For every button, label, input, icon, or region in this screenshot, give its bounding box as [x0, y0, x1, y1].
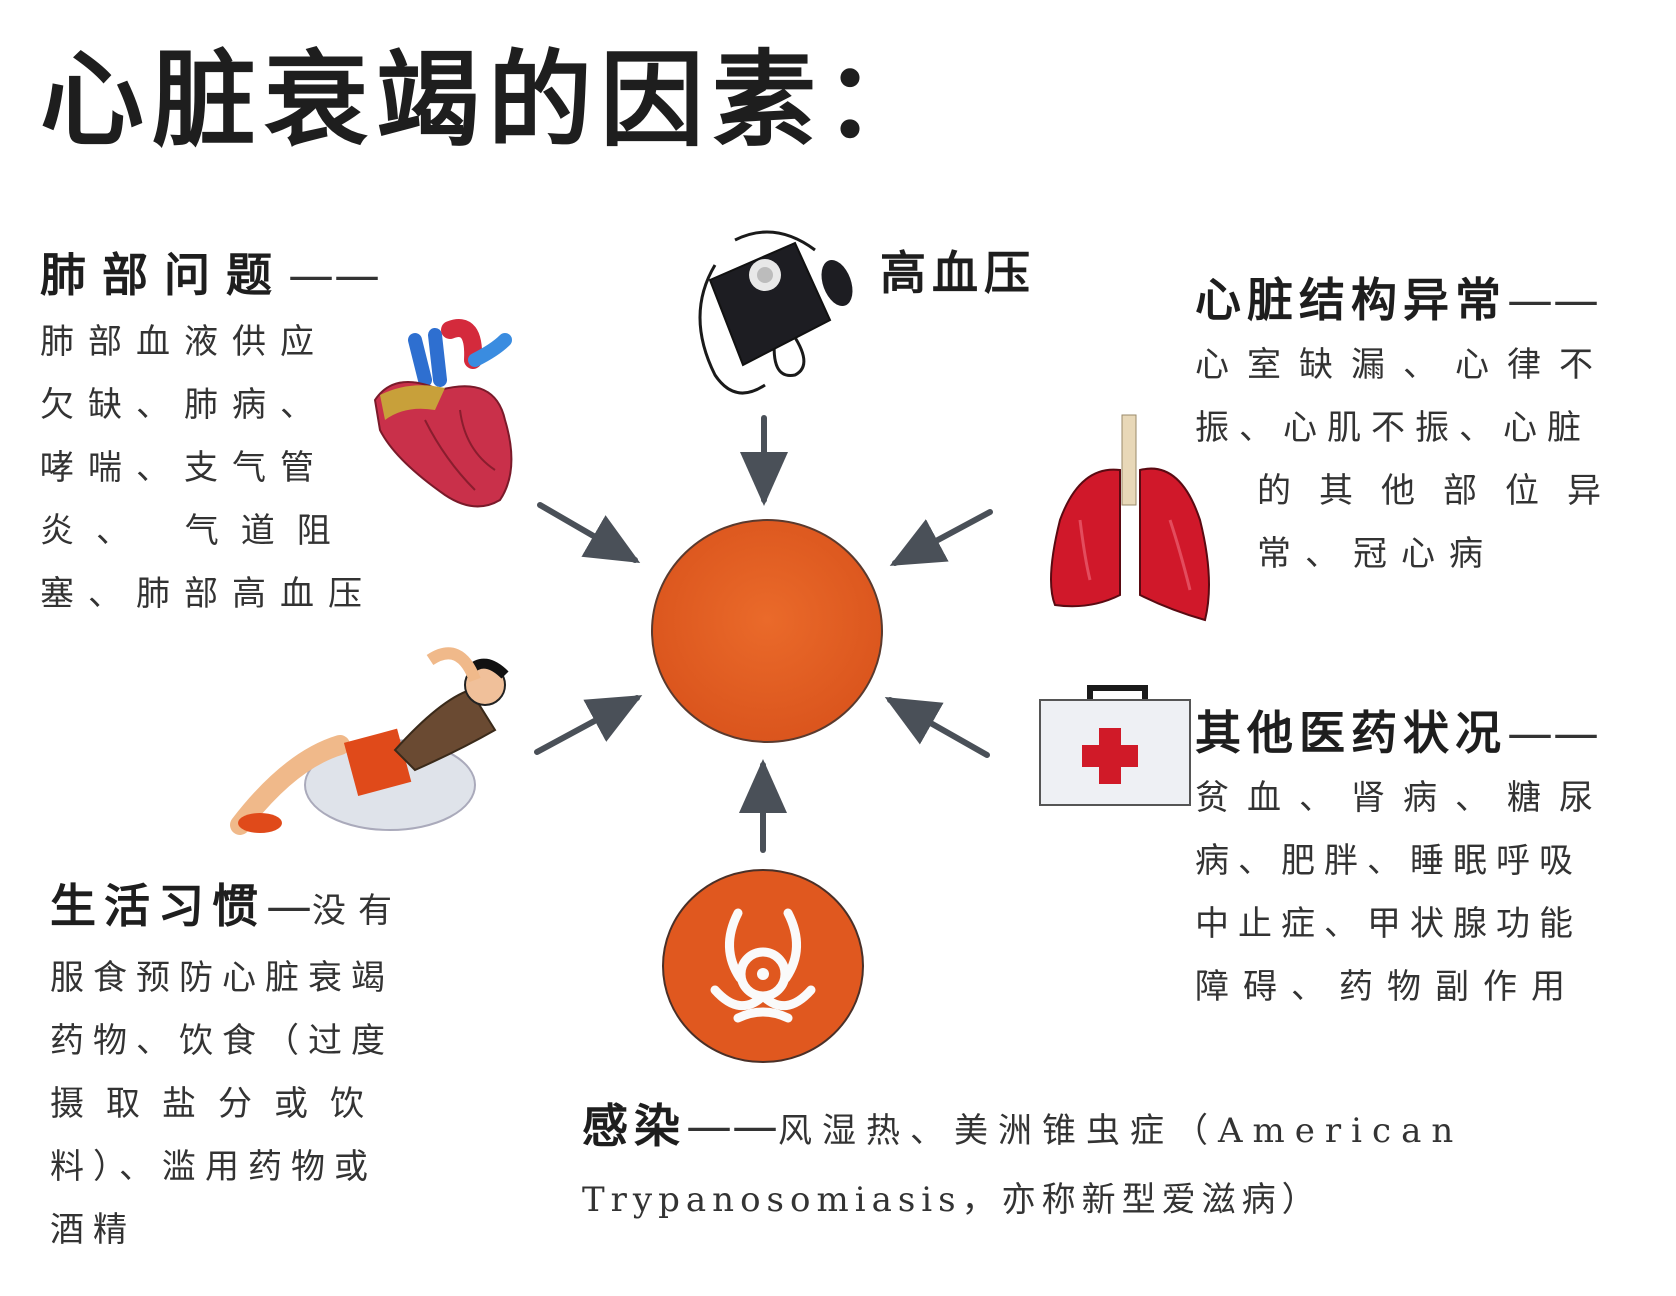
factor-structure-line: 常、冠心病	[1257, 533, 1497, 574]
factor-structure-line: 的其他部位异	[1257, 470, 1629, 511]
arrow-from-lifestyle	[534, 695, 643, 755]
factor-lung-line: 欠缺、肺病、	[40, 384, 328, 425]
factor-structure-heading: 心脏结构异常	[1195, 273, 1507, 327]
factor-lung-heading: 肺部问题	[40, 248, 288, 302]
factor-medical-heading: 其他医药状况	[1195, 706, 1507, 760]
factor-lifestyle-line: 摄取盐分或饮	[50, 1084, 386, 1124]
page-title: 心脏衰竭的因素：	[40, 39, 937, 161]
factor-medical-line: 障碍、药物副作用	[1195, 966, 1579, 1007]
factor-structure: 心脏结构异常—— 心室缺漏、心律不 振、心肌不振、心脏 的其他部位异 常、冠心病	[1195, 275, 1629, 586]
factor-infection-heading: 感染	[582, 1099, 686, 1153]
first-aid-kit-icon	[1039, 685, 1191, 806]
factor-lifestyle-line: 药物、饮食（过度	[50, 1021, 394, 1061]
factor-lifestyle-first: 没有	[312, 891, 404, 931]
arrow-from-medical	[884, 697, 990, 758]
heart-failure-center-circle	[651, 519, 883, 743]
heart-icon	[373, 319, 513, 508]
factor-medical-line: 病、肥胖、睡眠呼吸	[1195, 840, 1582, 881]
factor-structure-line: 心室缺漏、心律不	[1195, 344, 1611, 385]
factor-lung-line: 肺部血液供应	[40, 321, 328, 362]
dash: ——	[686, 1099, 778, 1153]
dash: ——	[1507, 706, 1599, 760]
factor-lung: 肺部问题—— 肺部血液供应 欠缺、肺病、 哮喘、支气管 炎、 气道阻 塞、肺部高…	[40, 250, 380, 626]
exercising-person-icon	[230, 647, 509, 835]
factor-lifestyle-line: 料）、滥用药物或	[50, 1147, 377, 1187]
factor-medical: 其他医药状况—— 贫血、肾病、糖尿 病、肥胖、睡眠呼吸 中止症、甲状腺功能 障碍…	[1195, 708, 1611, 1019]
factor-structure-line: 振、心肌不振、心脏	[1195, 407, 1591, 448]
factor-medical-line: 贫血、肾病、糖尿	[1195, 777, 1611, 818]
factor-lifestyle-line: 服食预防心脏衰竭	[50, 958, 394, 998]
factor-hypertension-heading: 高血压	[880, 246, 1036, 300]
factor-medical-line: 中止症、甲状腺功能	[1195, 903, 1582, 944]
dash: ——	[1507, 273, 1599, 327]
factor-lifestyle-heading: 生活习惯	[50, 879, 266, 933]
biohazard-icon	[662, 869, 864, 1063]
factor-lifestyle: 生活习惯—没有 服食预防心脏衰竭 药物、饮食（过度 摄取盐分或饮 料）、滥用药物…	[50, 880, 404, 1262]
factor-infection: 感染——风湿热、美洲锥虫症（American Trypanosomiasis，亦…	[582, 1100, 1463, 1232]
blood-pressure-monitor-icon	[698, 230, 853, 395]
factor-infection-line: 风湿热、美洲锥虫症（American	[778, 1111, 1464, 1151]
factor-lung-line: 炎、 气道阻	[40, 510, 353, 551]
dash: ——	[288, 248, 380, 302]
factor-lung-line: 塞、肺部高血压	[40, 573, 376, 614]
arrow-from-lung	[537, 502, 641, 564]
lungs-icon	[1050, 414, 1210, 622]
arrow-from-structure	[889, 509, 993, 566]
factor-infection-line: Trypanosomiasis，亦称新型爱滋病）	[582, 1180, 1322, 1220]
dash: —	[266, 879, 312, 933]
factor-lifestyle-line: 酒精	[50, 1210, 136, 1250]
factor-lung-line: 哮喘、支气管	[40, 447, 328, 488]
